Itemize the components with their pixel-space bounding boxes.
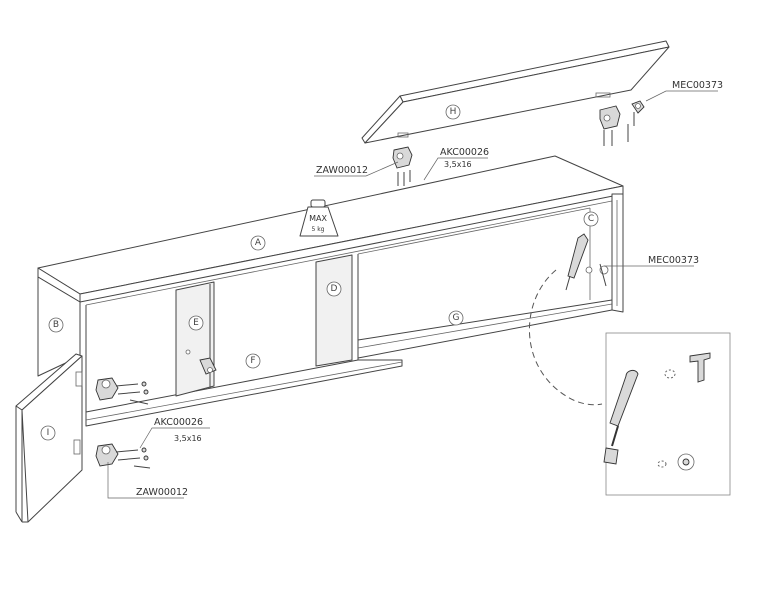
callout-akc-top: AKC00026 3,5x16 xyxy=(423,147,489,181)
hinge-door-bottom xyxy=(95,443,151,469)
zoom-indicator-arc xyxy=(529,269,603,406)
label-f: F xyxy=(245,353,261,369)
callout-zaw-top: ZAW00012 xyxy=(314,161,399,177)
label-h: H xyxy=(445,104,461,120)
label-c: C xyxy=(583,211,599,227)
hinge-lid-left xyxy=(392,146,413,186)
callout-akc-bottom-text: AKC00026 xyxy=(154,417,203,428)
label-d-text: D xyxy=(331,284,338,294)
callout-mec-mid: MEC00373 xyxy=(604,255,699,267)
hinge-door-top xyxy=(95,377,149,405)
label-i-text: I xyxy=(47,428,50,438)
label-i: I xyxy=(40,425,56,441)
label-f-text: F xyxy=(250,356,255,366)
callout-mec-top: MEC00373 xyxy=(645,80,723,102)
callout-zaw-top-text: ZAW00012 xyxy=(316,165,368,176)
callout-akc-top-text: AKC00026 xyxy=(440,147,489,158)
callout-zaw-bottom-text: ZAW00012 xyxy=(136,487,188,498)
weight-label: MAX xyxy=(309,214,327,223)
label-a: A xyxy=(250,235,266,251)
label-g: G xyxy=(448,310,464,326)
gas-strut-installed xyxy=(565,233,609,291)
hinge-lid-right xyxy=(599,100,645,146)
label-d: D xyxy=(326,281,342,297)
label-a-text: A xyxy=(255,238,262,248)
callout-mec-top-text: MEC00373 xyxy=(672,80,723,91)
label-c-text: C xyxy=(588,214,594,224)
callout-mec-mid-text: MEC00373 xyxy=(648,255,699,266)
label-b-text: B xyxy=(53,320,59,330)
label-g-text: G xyxy=(453,313,460,323)
weight-value: 5 kg xyxy=(311,226,324,233)
callout-zaw-bottom: ZAW00012 xyxy=(107,462,188,499)
callout-akc-top-size: 3,5x16 xyxy=(444,160,472,169)
label-e: E xyxy=(188,315,204,331)
label-e-text: E xyxy=(193,318,199,328)
detail-inset xyxy=(603,332,731,496)
label-h-text: H xyxy=(450,107,457,117)
cabinet-body xyxy=(85,193,624,427)
callout-akc-bottom: AKC00026 3,5x16 xyxy=(139,417,210,449)
hinge-divider xyxy=(185,349,217,375)
max-weight-icon: MAX 5 kg xyxy=(299,199,339,237)
callout-akc-bottom-size: 3,5x16 xyxy=(174,434,202,443)
panel-h xyxy=(361,40,670,144)
label-b: B xyxy=(48,317,64,333)
